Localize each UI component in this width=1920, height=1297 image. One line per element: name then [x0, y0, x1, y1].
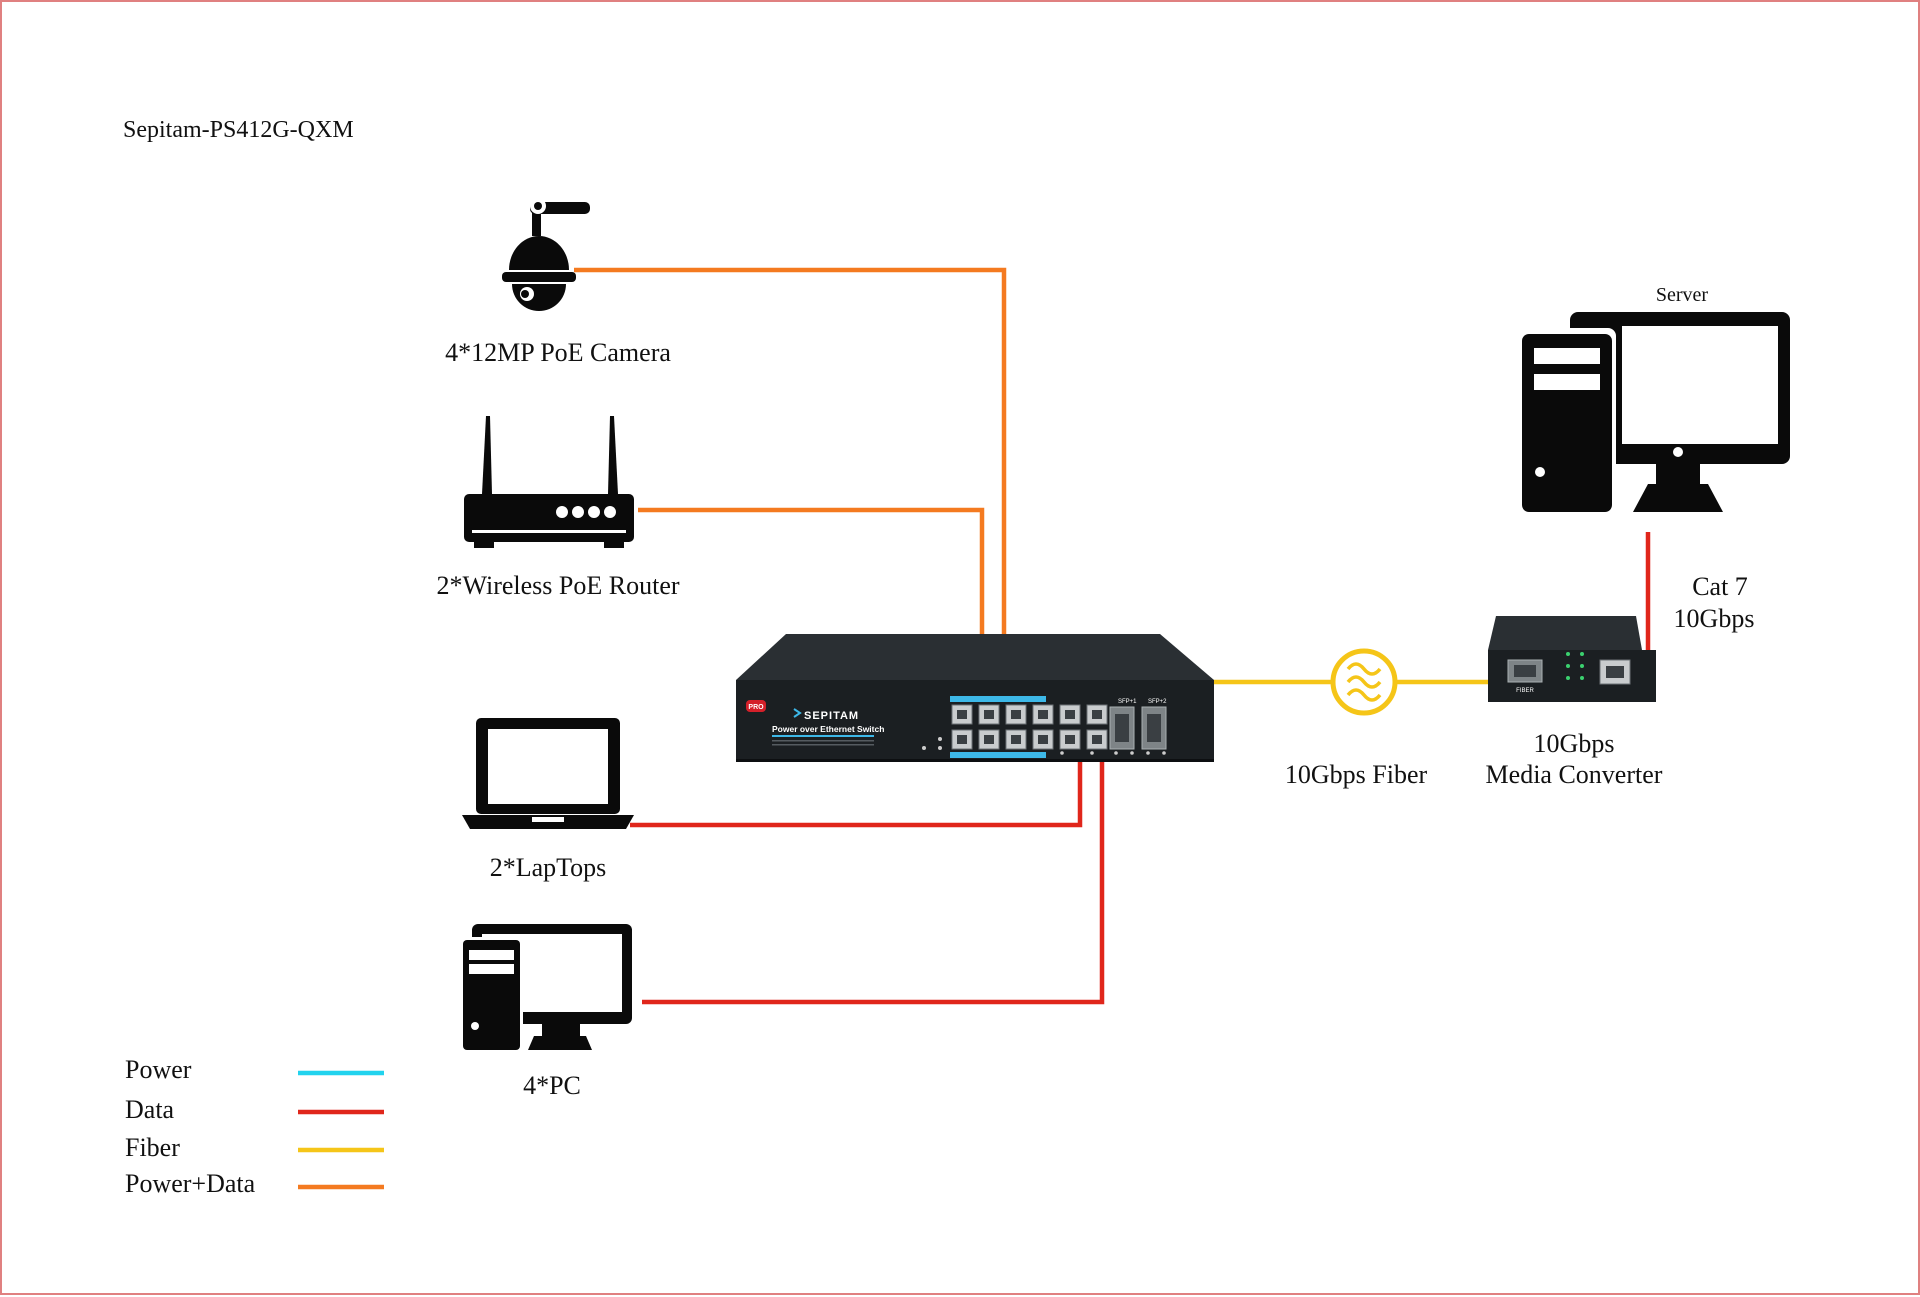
media-converter-label-line2: Media Converter: [1486, 760, 1663, 789]
legend: Power Data Fiber Power+Data: [125, 1055, 384, 1198]
media-converter-icon: FIBER: [1488, 616, 1656, 702]
poe-switch-icon: PRO SEPITAM Power over Ethernet Switch: [736, 634, 1214, 762]
pro-badge-text: PRO: [748, 704, 764, 711]
camera-label: 4*12MP PoE Camera: [445, 338, 671, 367]
server-computer-icon: [1516, 312, 1790, 516]
brand-logo-icon: [793, 708, 802, 718]
legend-label-power-data: Power+Data: [125, 1169, 256, 1198]
pc-label: 4*PC: [523, 1071, 581, 1100]
ptz-camera-icon: [502, 198, 590, 311]
server-label: Server: [1656, 284, 1709, 306]
media-converter-label-line1: 10Gbps: [1534, 729, 1615, 758]
cat7-label-line2: 10Gbps: [1674, 604, 1755, 633]
pro-badge: [746, 700, 766, 712]
diagram-title: Sepitam-PS412G-QXM: [123, 117, 354, 143]
converter-port-label: FIBER: [1516, 688, 1534, 694]
router-power-data-line: [638, 507, 985, 634]
laptop-label: 2*LapTops: [490, 853, 607, 882]
switch-subtitle: Power over Ethernet Switch: [772, 724, 884, 734]
legend-label-power: Power: [125, 1055, 192, 1084]
fiber-coil-icon: [1330, 648, 1398, 716]
wireless-router-icon: [464, 416, 634, 548]
sfp2-label: SFP+2: [1148, 699, 1167, 705]
legend-label-data: Data: [125, 1095, 175, 1124]
camera-power-data-line: [574, 267, 1007, 634]
legend-label-fiber: Fiber: [125, 1133, 180, 1162]
router-label: 2*Wireless PoE Router: [436, 571, 679, 600]
pc-data-line: [642, 762, 1105, 1005]
laptop-icon: [462, 718, 634, 829]
switch-brand: SEPITAM: [804, 710, 859, 722]
sfp1-label: SFP+1: [1118, 699, 1137, 705]
desktop-pc-icon: [460, 924, 632, 1052]
fiber-link-label: 10Gbps Fiber: [1285, 760, 1428, 789]
cat7-label-line1: Cat 7: [1692, 572, 1748, 601]
laptop-data-line: [630, 762, 1083, 828]
